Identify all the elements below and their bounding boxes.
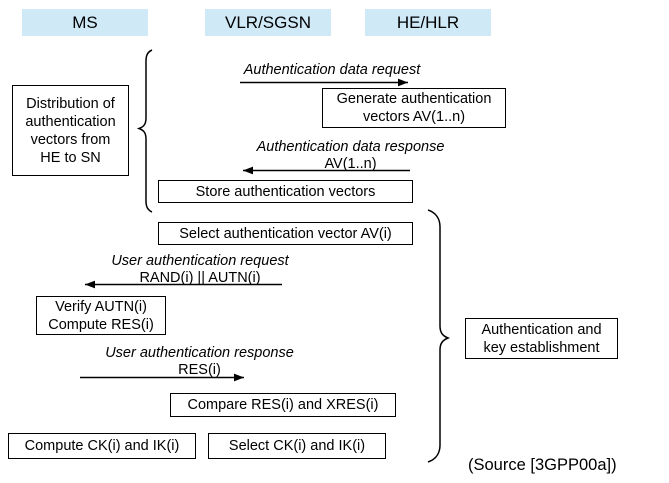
compute-ck-ik-line-1: Compute CK(i) and IK(i) xyxy=(24,438,180,454)
process-box-store-av: Store authentication vectors xyxy=(158,180,413,203)
message-payload-auth-data-response: AV(1..n) xyxy=(324,156,377,172)
message-payload-user-auth-response: RES(i) xyxy=(178,362,221,378)
store-av-line-1: Store authentication vectors xyxy=(195,183,376,200)
phase-distribution-line-1: Distribution of xyxy=(26,95,115,112)
column-header-he-hlr: HE/HLR xyxy=(365,9,491,36)
phase-distribution-line-3: vectors from xyxy=(30,131,111,148)
phase-distribution-line-4: HE to SN xyxy=(40,149,101,166)
phase-label-distribution: Distribution of authentication vectors f… xyxy=(12,85,129,176)
select-av-line-1: Select authentication vector AV(i) xyxy=(179,225,392,242)
process-box-select-av: Select authentication vector AV(i) xyxy=(158,222,413,245)
phase-distribution-line-2: authentication xyxy=(25,113,116,130)
phase-auth-key-line-2: key establishment xyxy=(483,339,600,356)
message-payload-user-auth-request: RAND(i) || AUTN(i) xyxy=(139,270,261,286)
select-ck-ik-line-1: Select CK(i) and IK(i) xyxy=(228,438,366,454)
process-box-generate-av: Generate authentication vectors AV(1..n) xyxy=(322,88,506,128)
brace-auth-key-phase xyxy=(427,209,451,463)
source-note: (Source [3GPP00a]) xyxy=(468,456,617,474)
column-header-vlr-sgsn: VLR/SGSN xyxy=(205,9,331,36)
message-label-auth-data-response: Authentication data response xyxy=(256,139,445,155)
message-label-auth-data-request: Authentication data request xyxy=(243,62,421,78)
verify-autn-line-2: Compute RES(i) xyxy=(48,316,154,333)
process-box-select-ck-ik: Select CK(i) and IK(i) xyxy=(208,433,386,459)
verify-autn-line-1: Verify AUTN(i) xyxy=(55,298,147,315)
phase-auth-key-line-1: Authentication and xyxy=(481,321,602,338)
generate-av-line-1: Generate authentication xyxy=(336,91,492,107)
process-box-compute-ck-ik: Compute CK(i) and IK(i) xyxy=(8,433,196,459)
process-box-verify-autn: Verify AUTN(i) Compute RES(i) xyxy=(36,296,166,335)
phase-label-auth-key-establishment: Authentication and key establishment xyxy=(465,318,618,359)
brace-distribution-phase xyxy=(136,49,153,213)
generate-av-line-2: vectors AV(1..n) xyxy=(362,109,466,125)
column-header-ms: MS xyxy=(22,9,148,36)
message-label-user-auth-response: User authentication response xyxy=(105,345,294,361)
process-box-compare-res: Compare RES(i) and XRES(i) xyxy=(170,393,396,417)
compare-res-line-1: Compare RES(i) and XRES(i) xyxy=(187,397,379,413)
message-label-user-auth-request: User authentication request xyxy=(111,253,289,269)
